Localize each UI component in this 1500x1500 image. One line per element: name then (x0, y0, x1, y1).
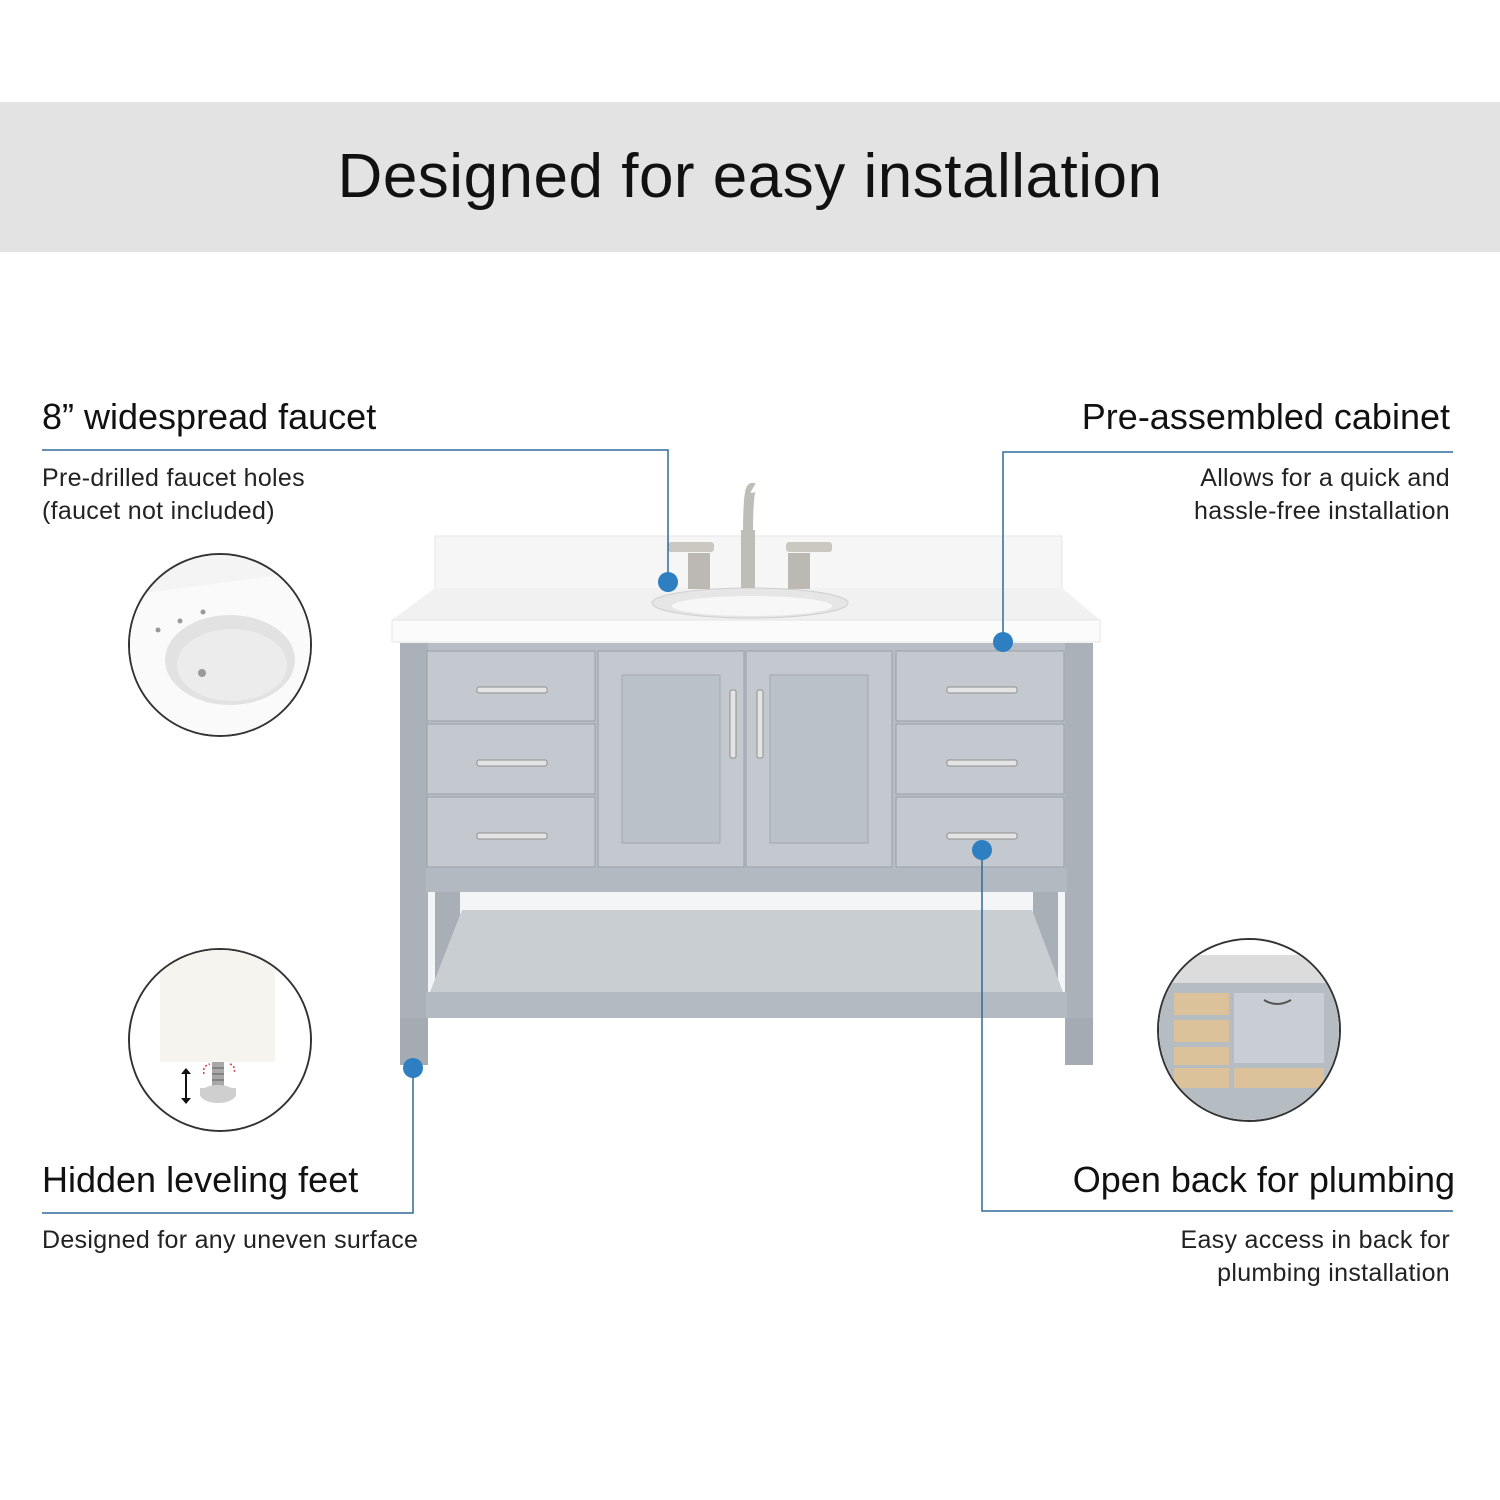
feature-title-cabinet: Pre-assembled cabinet (1081, 396, 1450, 437)
feature-desc-cabinet-line2: hassle-free installation (1194, 497, 1450, 525)
feature-title-feet: Hidden leveling feet (42, 1159, 359, 1200)
header-banner: Designed for easy installation (0, 102, 1500, 252)
feature-desc-plumbing: Easy access in back for plumbing install… (1180, 1224, 1450, 1290)
feature-desc-faucet-line1: Pre-drilled faucet holes (42, 464, 305, 492)
feature-desc-faucet: Pre-drilled faucet holes (faucet not inc… (42, 462, 305, 528)
sink-closeup-image (128, 553, 312, 737)
feature-title-faucet: 8” widespread faucet (42, 396, 377, 437)
feature-desc-feet: Designed for any uneven surface (42, 1226, 419, 1254)
feature-desc-plumbing-line2: plumbing installation (1217, 1259, 1450, 1287)
feature-title-plumbing: Open back for plumbing (1072, 1159, 1455, 1200)
feature-desc-plumbing-line1: Easy access in back for (1180, 1226, 1450, 1254)
leveling-foot-closeup-image (128, 948, 312, 1132)
feature-desc-cabinet-line1: Allows for a quick and (1200, 464, 1450, 492)
feature-desc-cabinet: Allows for a quick and hassle-free insta… (1194, 462, 1450, 528)
open-back-closeup-image (1157, 938, 1341, 1122)
page-title: Designed for easy installation (337, 142, 1163, 211)
feature-desc-faucet-line2: (faucet not included) (42, 497, 275, 525)
